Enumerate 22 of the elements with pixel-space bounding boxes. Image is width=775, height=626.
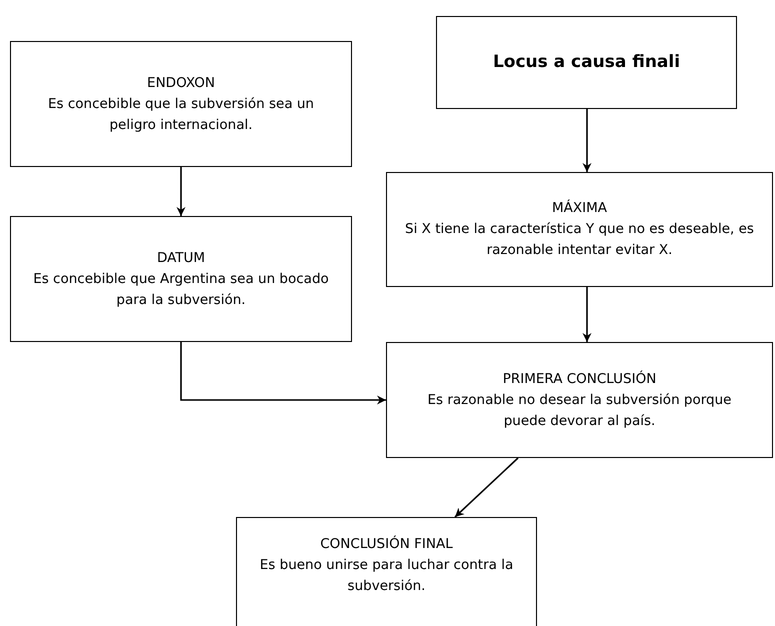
- box-text: Es bueno unirse para luchar contra la subversión.: [258, 556, 514, 596]
- box-text: Es concebible que la subversión sea un peligro internacional.: [46, 94, 315, 134]
- arrow: [180, 342, 386, 404]
- arrow: [582, 109, 592, 172]
- box-text: Si X tiene la característica Y que no es deseable, es razonable intentar evitar X.: [404, 220, 755, 260]
- process-box: [10, 216, 352, 342]
- process-box: [436, 16, 737, 109]
- box-heading: DATUM: [156, 248, 206, 268]
- box-heading: ENDOXON: [147, 74, 215, 92]
- box-heading: MÁXIMA: [552, 198, 607, 218]
- process-box: [386, 342, 773, 458]
- process-box: [236, 517, 537, 626]
- arrow: [454, 457, 519, 518]
- box-text: Es concebible que Argentina sea un bocado para la subversión.: [32, 270, 330, 310]
- arrow: [582, 287, 592, 342]
- process-box: [10, 41, 352, 167]
- arrow: [176, 167, 186, 216]
- box-heading: CONCLUSIÓN FINAL: [320, 534, 453, 554]
- box-text: Es razonable no desear la subversión porque puede devorar al país.: [426, 390, 732, 430]
- box-title: Locus a causa finali: [492, 52, 680, 74]
- process-box: [386, 172, 773, 287]
- box-heading: PRIMERA CONCLUSIÓN: [502, 370, 656, 388]
